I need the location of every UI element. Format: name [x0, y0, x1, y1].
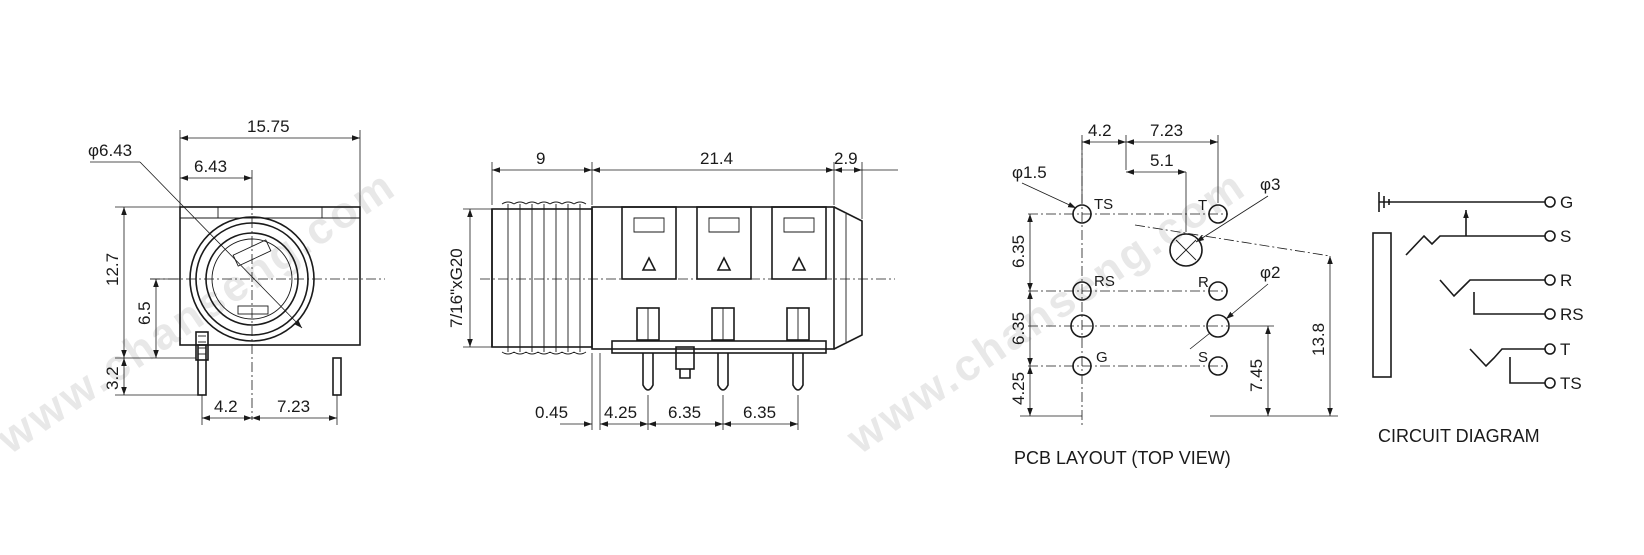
dim-pcb-top-3: 5.1 — [1150, 151, 1174, 170]
circuit-caption: CIRCUIT DIAGRAM — [1378, 426, 1540, 446]
side-nose — [833, 206, 863, 350]
front-switch-block — [195, 331, 209, 361]
pad-mount-large — [1169, 233, 1203, 267]
pad-t — [1208, 204, 1228, 224]
terminal-r — [1544, 274, 1556, 286]
side-view: 9 21.4 2.9 7/16"xG20 0.45 4.25 6.35 6.35 — [447, 149, 898, 430]
dim-pin-pitch-1: 4.25 — [604, 403, 637, 422]
front-body — [179, 206, 361, 346]
pad-label-ts: TS — [1094, 196, 1113, 213]
dim-thread-length: 9 — [536, 149, 545, 168]
dim-pin-pitch-2: 6.35 — [668, 403, 701, 422]
pad-mount-left — [1070, 314, 1094, 338]
circuit-diagram: G S R RS T TS CIRCUIT DIAGRAM — [1372, 192, 1584, 446]
watermark-right: www.chanseng.com — [837, 160, 1254, 464]
dim-pcb-left-1: 6.35 — [1009, 235, 1028, 268]
terminal-label-g: G — [1560, 193, 1573, 212]
side-pins — [642, 346, 804, 391]
dim-body-length: 21.4 — [700, 149, 733, 168]
terminal-t — [1544, 343, 1556, 355]
dim-thread-spec: 7/16"xG20 — [447, 248, 466, 328]
dim-offset: 0.45 — [535, 403, 568, 422]
pad-rs — [1072, 281, 1092, 301]
pad-r — [1208, 281, 1228, 301]
terminal-label-s: S — [1560, 227, 1571, 246]
pcb-caption: PCB LAYOUT (TOP VIEW) — [1014, 448, 1231, 468]
terminal-ts — [1544, 377, 1556, 389]
dim-center-height: 6.5 — [135, 301, 154, 325]
dim-pcb-right-2: 13.8 — [1309, 323, 1328, 356]
pad-label-g: G — [1096, 349, 1108, 366]
dim-pin-spacing-2: 7.23 — [277, 397, 310, 416]
dim-pin-spacing-1: 4.2 — [214, 397, 238, 416]
dim-hole-offset: 6.43 — [194, 157, 227, 176]
pad-label-s: S — [1198, 349, 1208, 366]
dim-pcb-left-3: 4.25 — [1009, 372, 1028, 405]
dim-flange: 2.9 — [834, 149, 858, 168]
dim-mid-hole: φ2 — [1260, 263, 1280, 282]
pad-label-r: R — [1198, 274, 1209, 291]
terminal-label-t: T — [1560, 340, 1570, 359]
dim-width-overall: 15.75 — [247, 117, 290, 136]
pad-label-rs: RS — [1094, 273, 1115, 290]
circuit-sleeve — [1372, 232, 1392, 378]
dim-pcb-right-1: 7.45 — [1247, 359, 1266, 392]
dim-height-overall: 12.7 — [103, 253, 122, 286]
terminal-g — [1544, 196, 1556, 208]
front-pin-right — [332, 357, 342, 396]
dim-hole-diameter: φ6.43 — [88, 141, 132, 160]
side-thread — [491, 208, 593, 348]
terminal-label-ts: TS — [1560, 374, 1582, 393]
terminal-s — [1544, 230, 1556, 242]
dim-large-hole: φ3 — [1260, 175, 1280, 194]
dim-small-hole: φ1.5 — [1012, 163, 1047, 182]
dim-pin-pitch-3: 6.35 — [743, 403, 776, 422]
pad-ts — [1072, 204, 1092, 224]
dim-pcb-top-1: 4.2 — [1088, 121, 1112, 140]
dim-pin-length: 3.2 — [103, 366, 122, 390]
dim-pcb-left-2: 6.35 — [1009, 312, 1028, 345]
pad-label-t: T — [1198, 197, 1207, 214]
terminal-label-rs: RS — [1560, 305, 1584, 324]
terminal-rs — [1544, 308, 1556, 320]
terminal-label-r: R — [1560, 271, 1572, 290]
front-view: 15.75 6.43 φ6.43 12.7 6.5 3.2 4.2 7.23 — [88, 117, 385, 425]
pad-mount-right — [1206, 314, 1230, 338]
side-contacts — [611, 206, 827, 354]
dim-pcb-top-2: 7.23 — [1150, 121, 1183, 140]
pad-s — [1208, 356, 1228, 376]
pad-g — [1072, 356, 1092, 376]
front-pin-left — [197, 344, 207, 396]
pcb-layout: TS T RS R G S 4.2 7.23 5.1 φ1.5 φ3 φ2 6.… — [1009, 121, 1338, 468]
